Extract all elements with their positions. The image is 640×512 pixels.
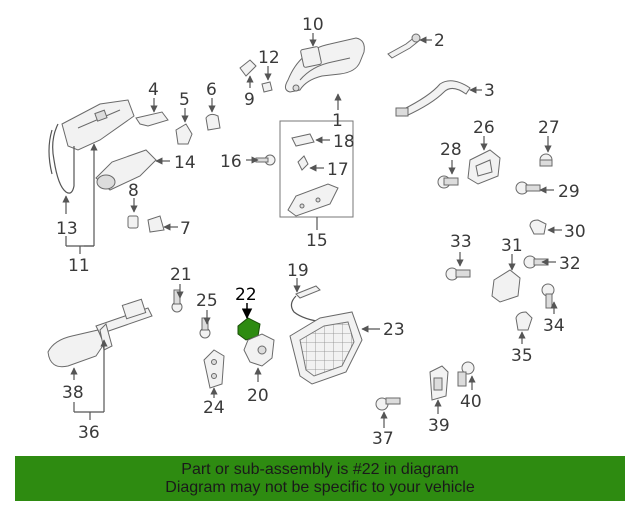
part-27-bolt (539, 153, 553, 167)
callout-18: 18 (333, 132, 355, 152)
callout-33: 33 (450, 232, 472, 252)
callout-27: 27 (538, 118, 560, 138)
callout-35: 35 (511, 346, 533, 366)
part-16-screw (255, 154, 276, 166)
callout-3: 3 (484, 81, 495, 101)
part-15-kit-box (279, 120, 354, 218)
part-7-bumper (147, 215, 165, 233)
part-29-bolt (515, 181, 541, 195)
callout-2: 2 (434, 31, 445, 51)
part-9-clip (239, 59, 257, 77)
callout-40: 40 (460, 392, 482, 412)
part-25-bolt (199, 317, 211, 339)
callout-7: 7 (180, 219, 191, 239)
part-19-cable (290, 285, 325, 323)
part-1-outer-handle (284, 37, 365, 93)
callout-32: 32 (559, 254, 581, 274)
info-banner: Part or sub-assembly is #22 in diagram D… (15, 456, 625, 501)
callout-4: 4 (148, 80, 159, 100)
part-37-bolt (375, 397, 401, 411)
callout-1: 1 (332, 111, 343, 131)
callout-30: 30 (564, 222, 586, 242)
part-8-bolt (127, 215, 139, 229)
callout-31: 31 (501, 236, 523, 256)
part-28-bolt (437, 175, 459, 189)
part-11-lock-assembly (61, 99, 135, 151)
callout-5: 5 (179, 90, 190, 110)
part-23-carrier-panel (289, 311, 363, 385)
callout-17: 17 (327, 160, 349, 180)
callout-21: 21 (170, 265, 192, 285)
part-4-bracket (135, 111, 169, 127)
callout-10: 10 (302, 15, 324, 35)
part-12-pin (261, 81, 273, 93)
part-30-cap (529, 219, 547, 235)
callout-14: 14 (174, 153, 196, 173)
part-20-latch (243, 333, 275, 367)
part-5-cover (175, 123, 193, 145)
banner-line-1: Part or sub-assembly is #22 in diagram (181, 460, 459, 478)
callout-26: 26 (473, 118, 495, 138)
part-33-bolt (445, 267, 471, 281)
callout-20: 20 (247, 386, 269, 406)
callout-11: 11 (68, 256, 90, 276)
callout-28: 28 (440, 140, 462, 160)
callout-6: 6 (206, 80, 217, 100)
callout-39: 39 (428, 416, 450, 436)
callout-16: 16 (220, 152, 242, 172)
part-38-check-strap (47, 298, 153, 368)
part-32-bolt (523, 255, 549, 269)
part-14-actuator (95, 149, 157, 191)
part-31-bracket (491, 269, 521, 303)
callout-22-highlighted: 22 (235, 285, 257, 305)
part-24-plate (203, 349, 225, 389)
callout-9: 9 (244, 90, 255, 110)
callout-23: 23 (383, 320, 405, 340)
part-26-bracket (467, 149, 501, 185)
callout-37: 37 (372, 429, 394, 449)
part-13-cable (48, 123, 75, 194)
part-6-clip (205, 113, 221, 131)
part-2-rod (387, 33, 421, 59)
part-39-striker (429, 365, 449, 401)
callout-38: 38 (62, 383, 84, 403)
banner-line-2: Diagram may not be specific to your vehi… (165, 478, 475, 496)
callout-34: 34 (543, 316, 565, 336)
callout-25: 25 (196, 291, 218, 311)
callout-24: 24 (203, 398, 225, 418)
callout-15: 15 (306, 231, 328, 251)
callout-8: 8 (128, 181, 139, 201)
callout-12: 12 (258, 48, 280, 68)
part-35-cap (515, 311, 533, 331)
callout-19: 19 (287, 261, 309, 281)
callout-29: 29 (558, 182, 580, 202)
part-3-cable (395, 80, 471, 117)
part-34-bolt (541, 283, 555, 309)
callout-13: 13 (56, 219, 78, 239)
part-10-handle-cap (300, 46, 322, 68)
callout-36: 36 (78, 423, 100, 443)
part-40-bolt (457, 361, 475, 387)
